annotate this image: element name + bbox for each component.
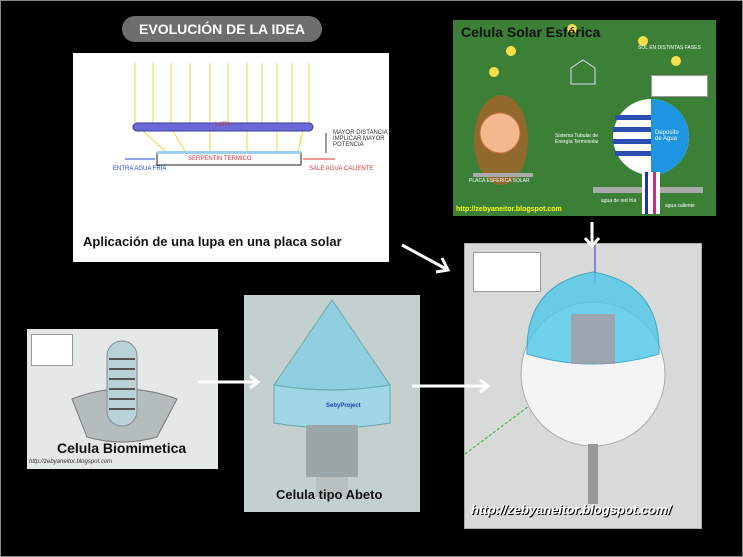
abeto-panel: SebyProject Celula tipo Abeto: [244, 295, 420, 512]
abeto-caption: Celula tipo Abeto: [276, 487, 383, 502]
plate-label: PLACA ESFERICA SOLAR: [469, 178, 530, 184]
hot-water-label: agua caliente: [665, 203, 695, 209]
biomimetic-url: http://zebyaneitor.blogspot.com: [29, 459, 113, 465]
lupa-diagram-panel: LUPA SERPENTIN TERMICO ENTRA AGUA FRIA S…: [73, 53, 389, 262]
biomimetic-render: [71, 340, 178, 443]
creative-commons-logo: [31, 334, 73, 366]
final-url: http://zebyaneitor.blogspot.com/: [471, 502, 672, 517]
inlet-label: ENTRA AGUA FRIA: [113, 166, 167, 172]
creative-commons-logo: [651, 75, 708, 97]
lupa-diagram: [125, 63, 335, 166]
creative-commons-logo: [473, 252, 541, 292]
final-cell-render: [465, 244, 666, 504]
spherical-diagram: [473, 24, 703, 214]
cold-water-label: agua de red fría: [601, 198, 637, 204]
coil-label: SERPENTIN TERMICO: [188, 156, 252, 162]
tank-label: Deposito de Agua: [655, 130, 679, 142]
distance-note: MAYOR DISTANCIA IMPLICAR MAYOR POTENCIA: [333, 130, 388, 148]
abeto-render: [273, 299, 391, 497]
outlet-label: SALE AGUA CALIENTE: [309, 166, 374, 172]
slide-title: EVOLUCIÓN DE LA IDEA: [122, 16, 322, 42]
abeto-brand: SebyProject: [326, 403, 361, 409]
tube-label: Sistema Tubular de Energía Termosolar: [555, 133, 599, 145]
lupa-caption: Aplicación de una lupa en una placa sola…: [83, 234, 342, 249]
spherical-title: Celula Solar Esférica: [461, 24, 601, 40]
biomimetic-panel: Celula Biomimetica http://zebyaneitor.bl…: [27, 329, 218, 469]
spherical-cell-panel: Celula Solar Esférica SOL EN DISTINTAS F…: [453, 20, 716, 216]
final-cell-panel: http://zebyaneitor.blogspot.com/: [464, 243, 702, 529]
spherical-url: http://zebyaneitor.blogspot.com: [456, 206, 562, 213]
lens-label: LUPA: [215, 122, 231, 128]
sun-label: SOL EN DISTINTAS FASES: [638, 45, 701, 51]
biomimetic-caption: Celula Biomimetica: [57, 440, 187, 456]
